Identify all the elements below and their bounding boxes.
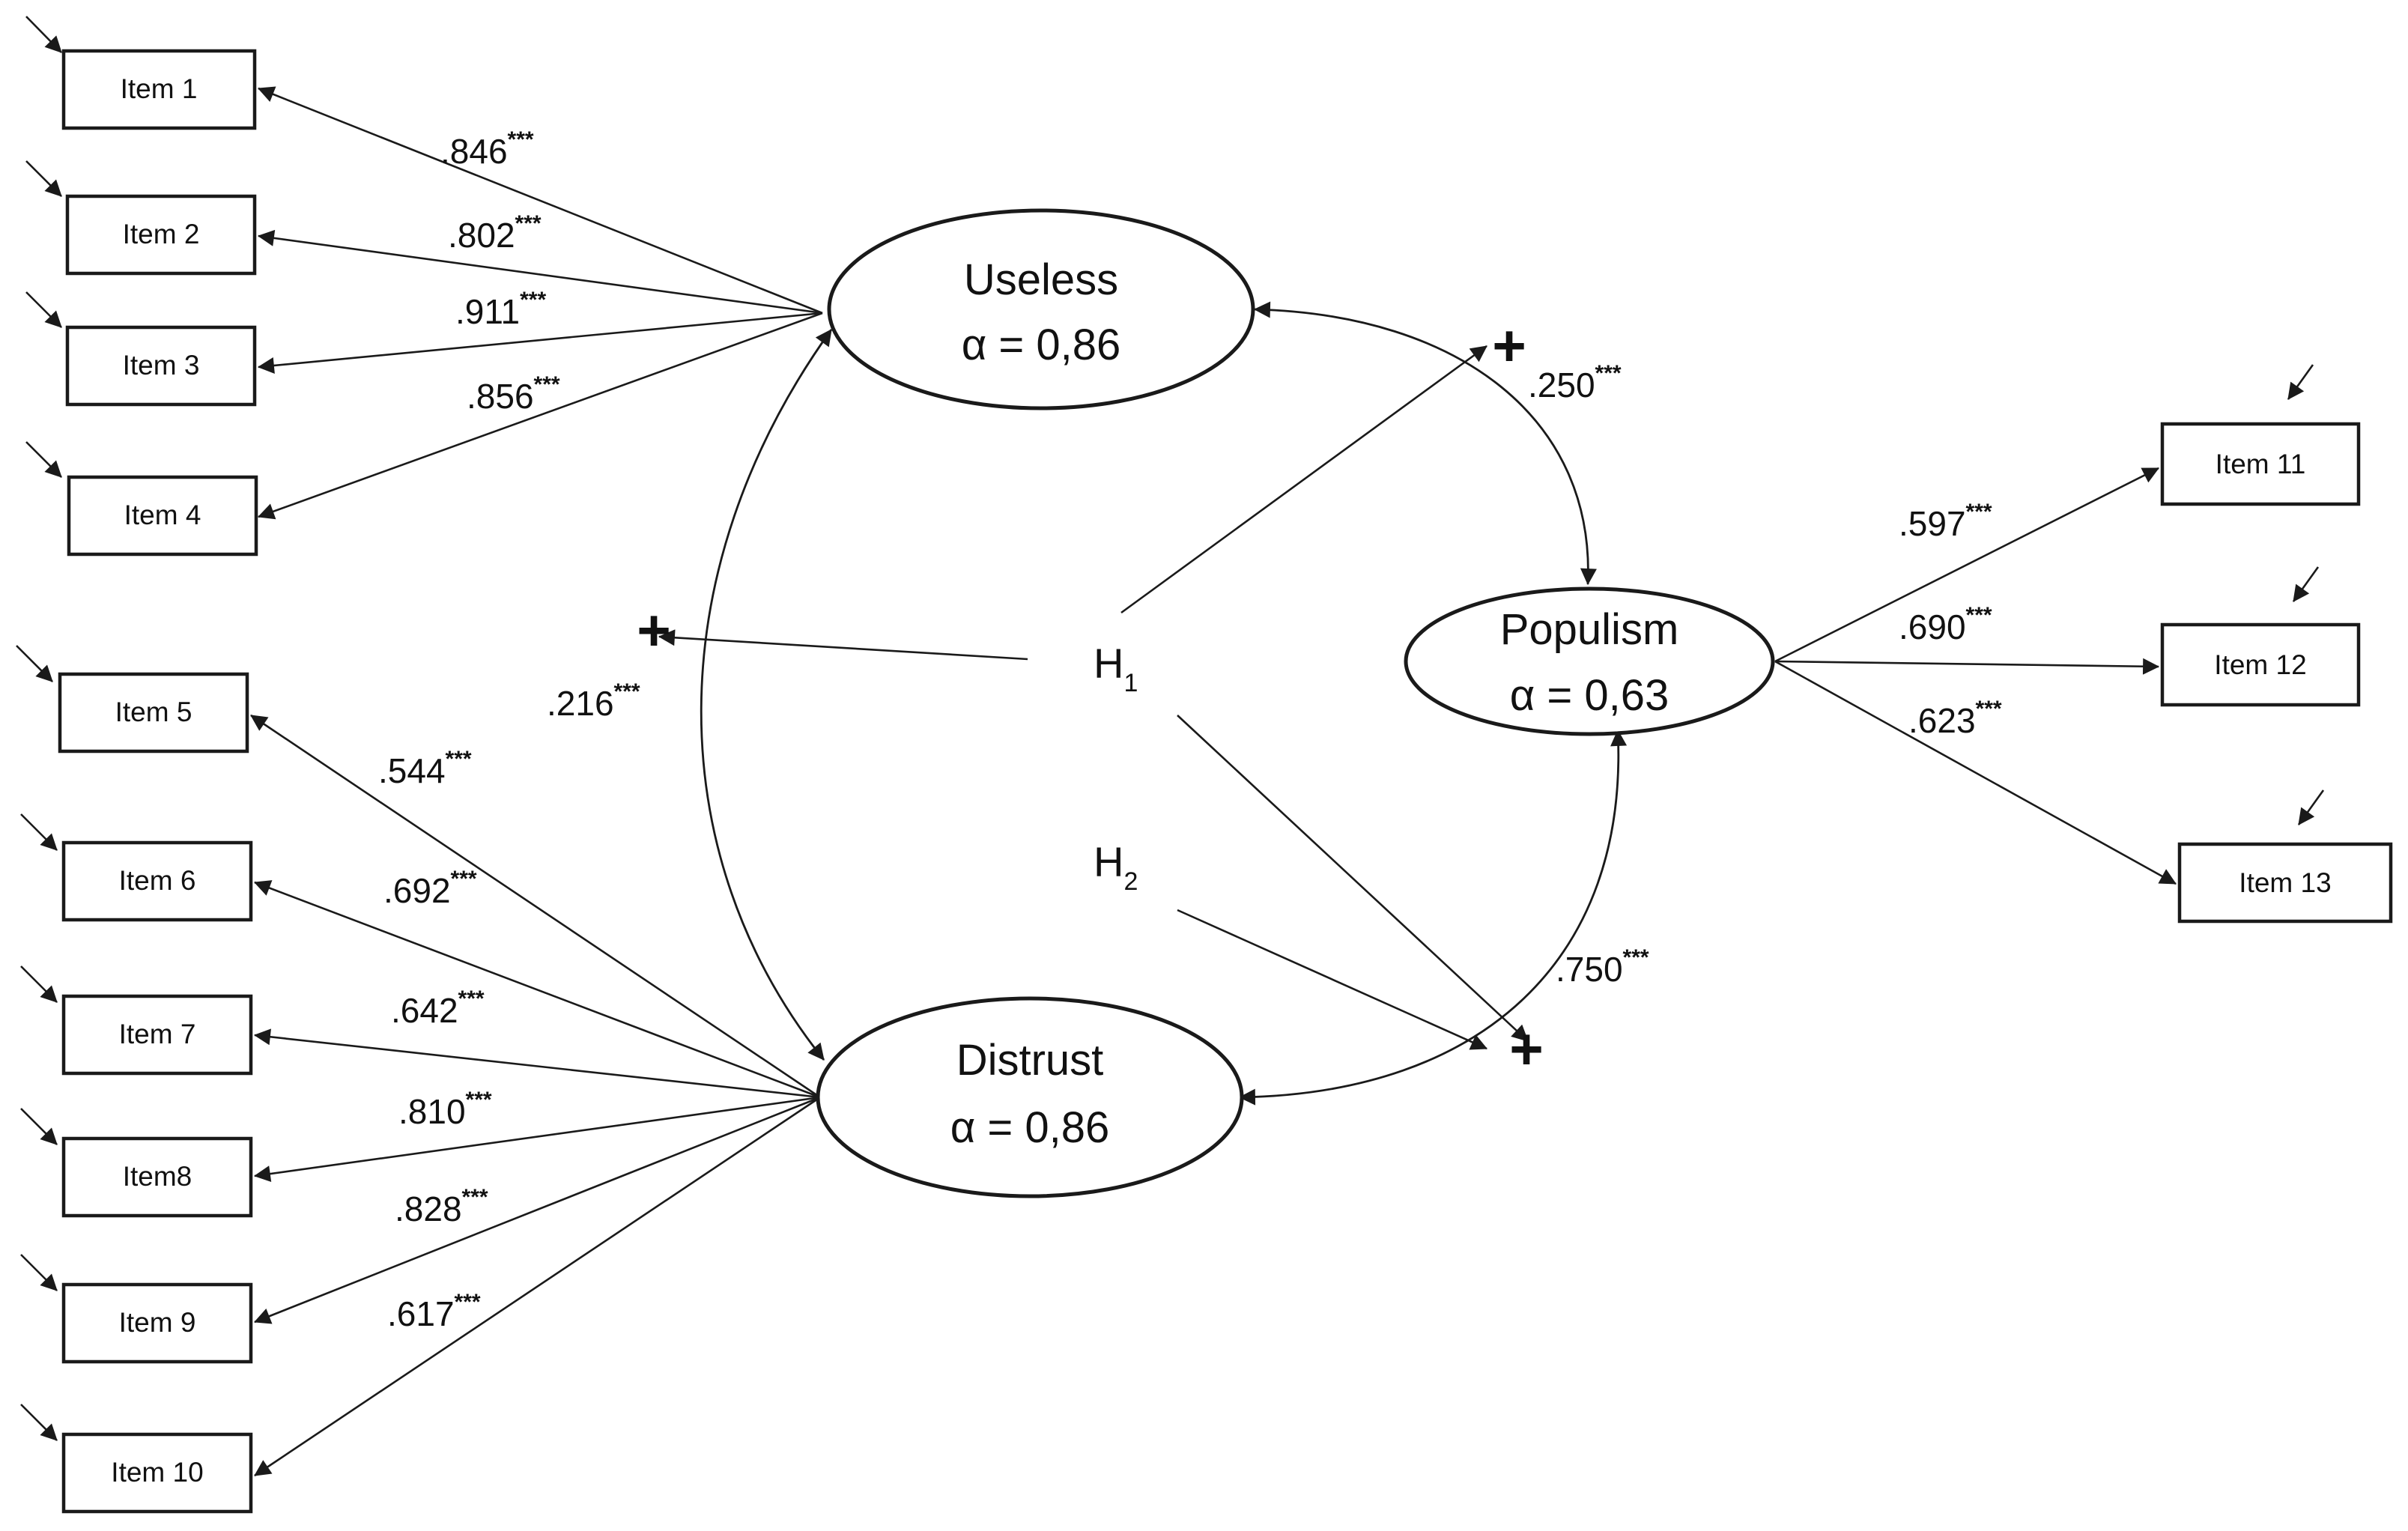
plus-sign-useless-distrust: + [637, 597, 671, 663]
path-useless-item-2 [257, 229, 823, 315]
loading-label-item-9: .828*** [395, 1185, 488, 1228]
error-arrow-item-1 [25, 16, 62, 53]
path-distrust-item-7 [253, 1028, 821, 1099]
path-populism-item-13 [1774, 660, 2177, 885]
loading-label-item-1: .846*** [440, 127, 534, 171]
loading-label-item-3: .911*** [455, 288, 546, 331]
item-label: Item 12 [2214, 649, 2306, 680]
item-label: Item 9 [119, 1307, 196, 1338]
loading-label-item-13: .623*** [1908, 697, 2002, 740]
loading-paths [250, 86, 2177, 1477]
path-useless-item-1 [257, 86, 823, 315]
loading-label-item-12: .690*** [1899, 603, 1992, 646]
item-label: Item 7 [119, 1019, 196, 1049]
item-box-13: Item 13 [2177, 842, 2393, 924]
path-populism-item-11 [1774, 467, 2159, 663]
h1-arrow-to-distrust-populism [1177, 715, 1529, 1042]
latent-useless: Useless α = 0,86 [827, 208, 1255, 410]
item-label: Item 5 [115, 697, 192, 727]
latent-populism: Populism α = 0,63 [1404, 586, 1775, 736]
item-label: Item 11 [2216, 449, 2306, 479]
path-distrust-item-10 [254, 1096, 821, 1477]
latent-alpha: α = 0,86 [950, 1103, 1110, 1152]
hypothesis-h1: H1 [1094, 640, 1138, 697]
error-arrow-item-10 [20, 1404, 58, 1441]
item-box-4: Item 4 [67, 475, 258, 557]
item-label: Item 13 [2239, 867, 2331, 898]
plus-signs: + + + [637, 312, 1544, 1082]
item-box-11: Item 11 [2160, 422, 2361, 506]
hypothesis-h2: H2 [1094, 838, 1138, 896]
error-arrow-item-2 [25, 160, 62, 197]
hypothesis-arrows [658, 345, 1529, 1050]
loading-label-item-8: .810*** [398, 1088, 492, 1131]
loading-label-item-11: .597*** [1899, 500, 1992, 543]
error-arrow-item-5 [16, 645, 53, 682]
item-box-5: Item 5 [58, 672, 249, 754]
latent-distrust: Distrust α = 0,86 [816, 996, 1244, 1198]
latent-name: Populism [1500, 605, 1679, 654]
item-box-1: Item 1 [61, 49, 257, 130]
loading-label-item-2: .802*** [448, 211, 542, 255]
loading-label-item-6: .692*** [383, 867, 477, 910]
error-arrow-item-11 [2287, 364, 2314, 400]
error-arrow-item-6 [20, 813, 58, 851]
item-label: Item 6 [119, 865, 196, 896]
corr-useless-populism [1253, 301, 1597, 586]
corr-label-distrust-populism: .750*** [1556, 945, 1649, 989]
item-box-12: Item 12 [2160, 622, 2361, 707]
item-box-8: Item8 [61, 1136, 253, 1218]
corr-label-useless-populism: .250*** [1528, 361, 1622, 404]
item-box-6: Item 6 [61, 840, 253, 922]
loading-label-item-4: .856*** [467, 372, 560, 416]
error-arrow-item-8 [20, 1108, 58, 1145]
error-arrow-item-13 [2297, 789, 2325, 825]
loading-labels: .846*** .802*** .911*** .856*** .544*** … [378, 127, 2002, 1333]
h1-arrow-to-useless-distrust [658, 629, 1028, 661]
latent-alpha: α = 0,86 [962, 321, 1121, 369]
latent-name: Useless [964, 255, 1118, 304]
item-box-7: Item 7 [61, 994, 253, 1076]
item-label: Item8 [123, 1161, 192, 1192]
correlation-curves [700, 301, 1627, 1106]
error-arrow-item-12 [2292, 566, 2320, 602]
plus-sign-useless-populism: + [1492, 312, 1526, 378]
latent-name: Distrust [956, 1036, 1104, 1085]
loading-label-item-5: .544*** [378, 747, 472, 790]
path-useless-item-3 [257, 312, 823, 374]
path-populism-item-12 [1774, 658, 2160, 675]
hypothesis-labels: H1 H2 [1094, 640, 1138, 896]
h2-arrow-to-distrust-populism [1177, 909, 1488, 1050]
item-label: Item 1 [121, 73, 198, 104]
item-label: Item 10 [111, 1457, 203, 1488]
loading-label-item-10: .617*** [387, 1290, 481, 1333]
path-distrust-item-6 [253, 880, 821, 1099]
error-arrow-item-9 [20, 1254, 58, 1291]
path-distrust-item-8 [253, 1096, 821, 1183]
latent-alpha: α = 0,63 [1510, 671, 1669, 720]
path-distrust-item-9 [253, 1096, 821, 1324]
item-box-9: Item 9 [61, 1282, 253, 1364]
item-label: Item 2 [123, 219, 200, 249]
corr-label-useless-distrust: .216*** [547, 679, 640, 723]
item-boxes: Item 1 Item 2 Item 3 Item 4 Item 5 Item … [58, 49, 2393, 1514]
loading-label-item-7: .642*** [391, 986, 485, 1030]
error-arrow-item-3 [25, 291, 62, 328]
item-box-10: Item 10 [61, 1432, 253, 1514]
plus-sign-distrust-populism: + [1509, 1016, 1544, 1082]
item-box-2: Item 2 [65, 194, 257, 276]
item-box-3: Item 3 [65, 325, 257, 407]
path-useless-item-4 [257, 312, 823, 520]
item-label: Item 4 [124, 500, 201, 530]
error-arrow-item-7 [20, 965, 58, 1003]
item-label: Item 3 [123, 350, 200, 381]
path-distrust-item-5 [250, 714, 821, 1099]
error-arrow-item-4 [25, 441, 62, 478]
corr-distrust-populism [1238, 729, 1627, 1106]
corr-useless-distrust [700, 329, 833, 1061]
correlation-labels: .216*** .250*** .750*** [547, 361, 1649, 989]
error-arrows [16, 16, 2325, 1441]
